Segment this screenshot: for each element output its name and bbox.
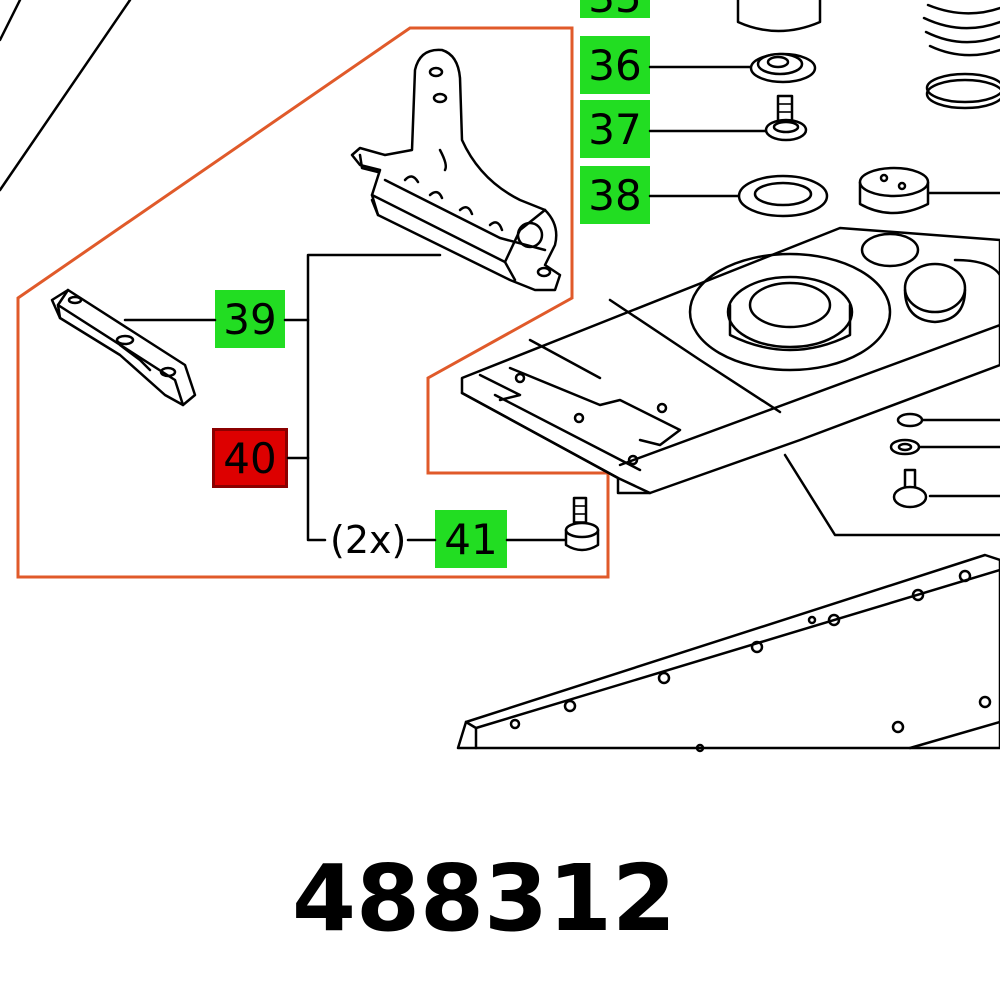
callout-38[interactable]: 38 [580, 166, 650, 224]
svg-text:35: 35 [588, 0, 641, 22]
svg-text:39: 39 [223, 295, 276, 344]
part-35-cap [736, 0, 822, 33]
knob-part [858, 166, 930, 215]
spring-part [922, 3, 1000, 110]
leader-lines [123, 65, 1000, 542]
housing-plate [460, 226, 1000, 495]
part-38-ring [737, 174, 829, 218]
diagonal-edge-lines [0, 0, 132, 192]
part-37-screw [764, 94, 808, 142]
callout-36[interactable]: 36 [580, 36, 650, 94]
base-plate [456, 553, 1000, 753]
svg-text:40: 40 [223, 434, 276, 483]
part-41-screw [564, 496, 600, 552]
svg-text:36: 36 [588, 41, 641, 90]
part-39-strip [50, 288, 197, 407]
part-number: 488312 [292, 845, 676, 952]
svg-text:41: 41 [444, 515, 497, 564]
svg-text:37: 37 [588, 105, 641, 154]
svg-text:38: 38 [588, 171, 641, 220]
callout-39[interactable]: 39 [215, 290, 285, 348]
callout-37[interactable]: 37 [580, 100, 650, 158]
callout-40[interactable]: 40 [212, 428, 288, 488]
small-washer-parts [889, 412, 928, 509]
quantity-label-41: (2x) [330, 518, 406, 562]
callout-41[interactable]: 41 [435, 510, 507, 568]
group-outline [16, 26, 610, 579]
callout-35[interactable]: 35 [580, 0, 650, 22]
part-36-washer [749, 52, 817, 84]
bracket-part [350, 48, 562, 292]
